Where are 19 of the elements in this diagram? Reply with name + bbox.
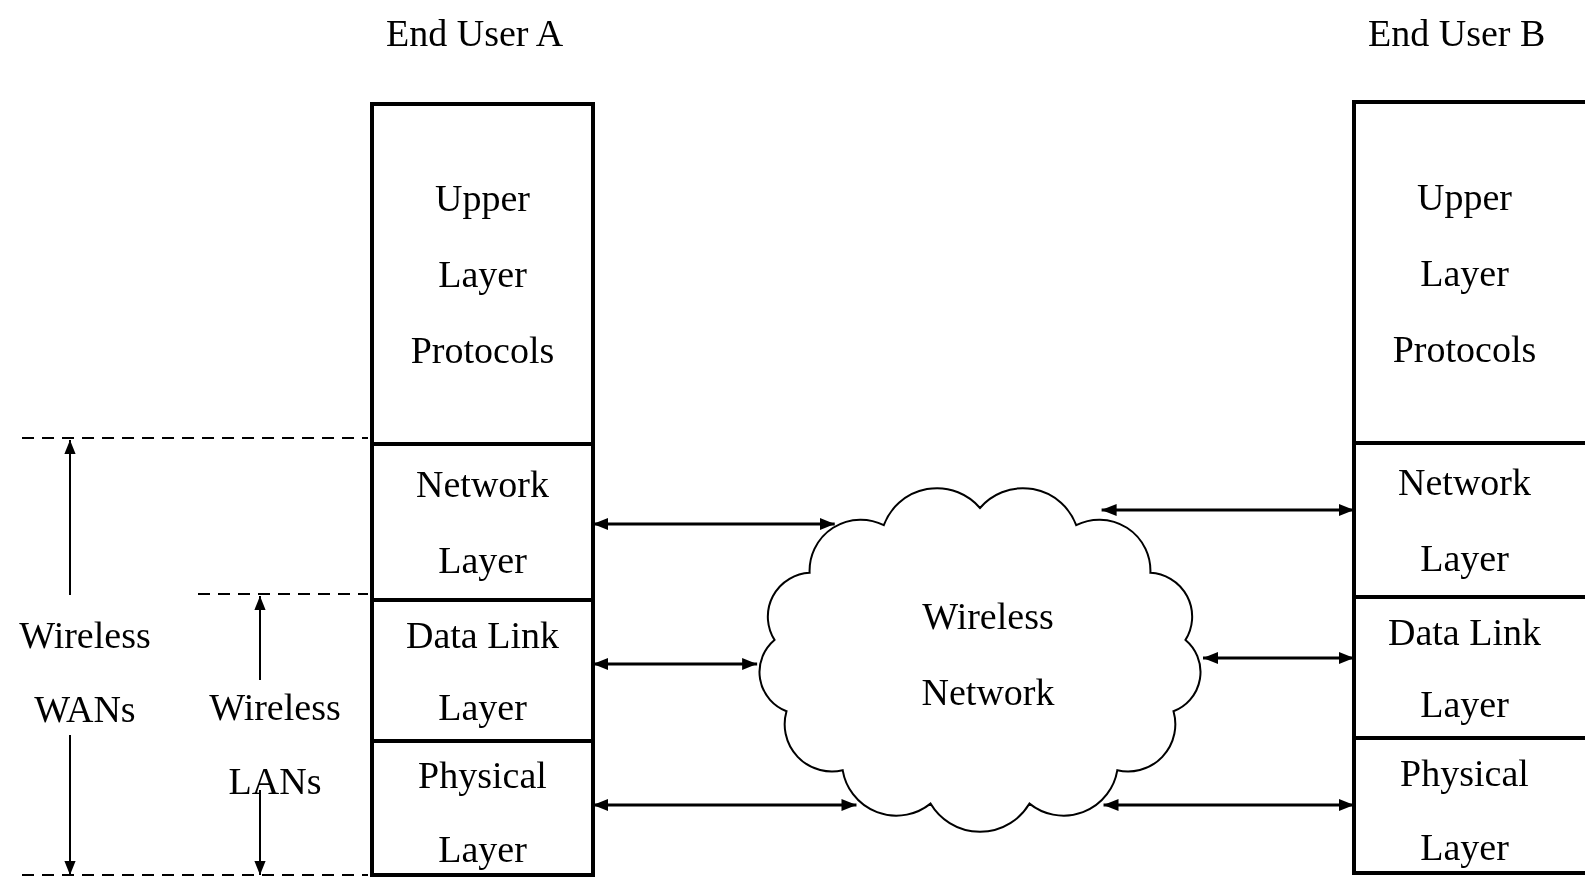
double-arrow: [1101, 504, 1354, 516]
layer-label: Data Link Layer: [1387, 609, 1542, 727]
layer-label: Network Layer: [1397, 460, 1532, 581]
stack-heading: End User B: [1368, 11, 1546, 55]
cloud-label: Wireless Network: [920, 594, 1056, 715]
dimension-label: Wireless LANs: [208, 685, 342, 804]
double-arrow: [593, 518, 835, 530]
double-arrow: [593, 658, 758, 670]
layer-label: Physical Layer: [417, 753, 548, 872]
layer-label: Data Link Layer: [405, 612, 560, 730]
double-arrow: [593, 799, 857, 811]
layer-label: Network Layer: [415, 462, 550, 583]
dimension-label: Wireless WANs: [18, 613, 152, 732]
layer-label: Physical Layer: [1399, 750, 1530, 870]
double-arrow: [1203, 652, 1354, 664]
layer-label: Upper Layer Protocols: [409, 176, 556, 373]
stack-heading: End User A: [386, 11, 564, 55]
double-arrow: [1103, 799, 1354, 811]
layer-label: Upper Layer Protocols: [1391, 174, 1538, 372]
